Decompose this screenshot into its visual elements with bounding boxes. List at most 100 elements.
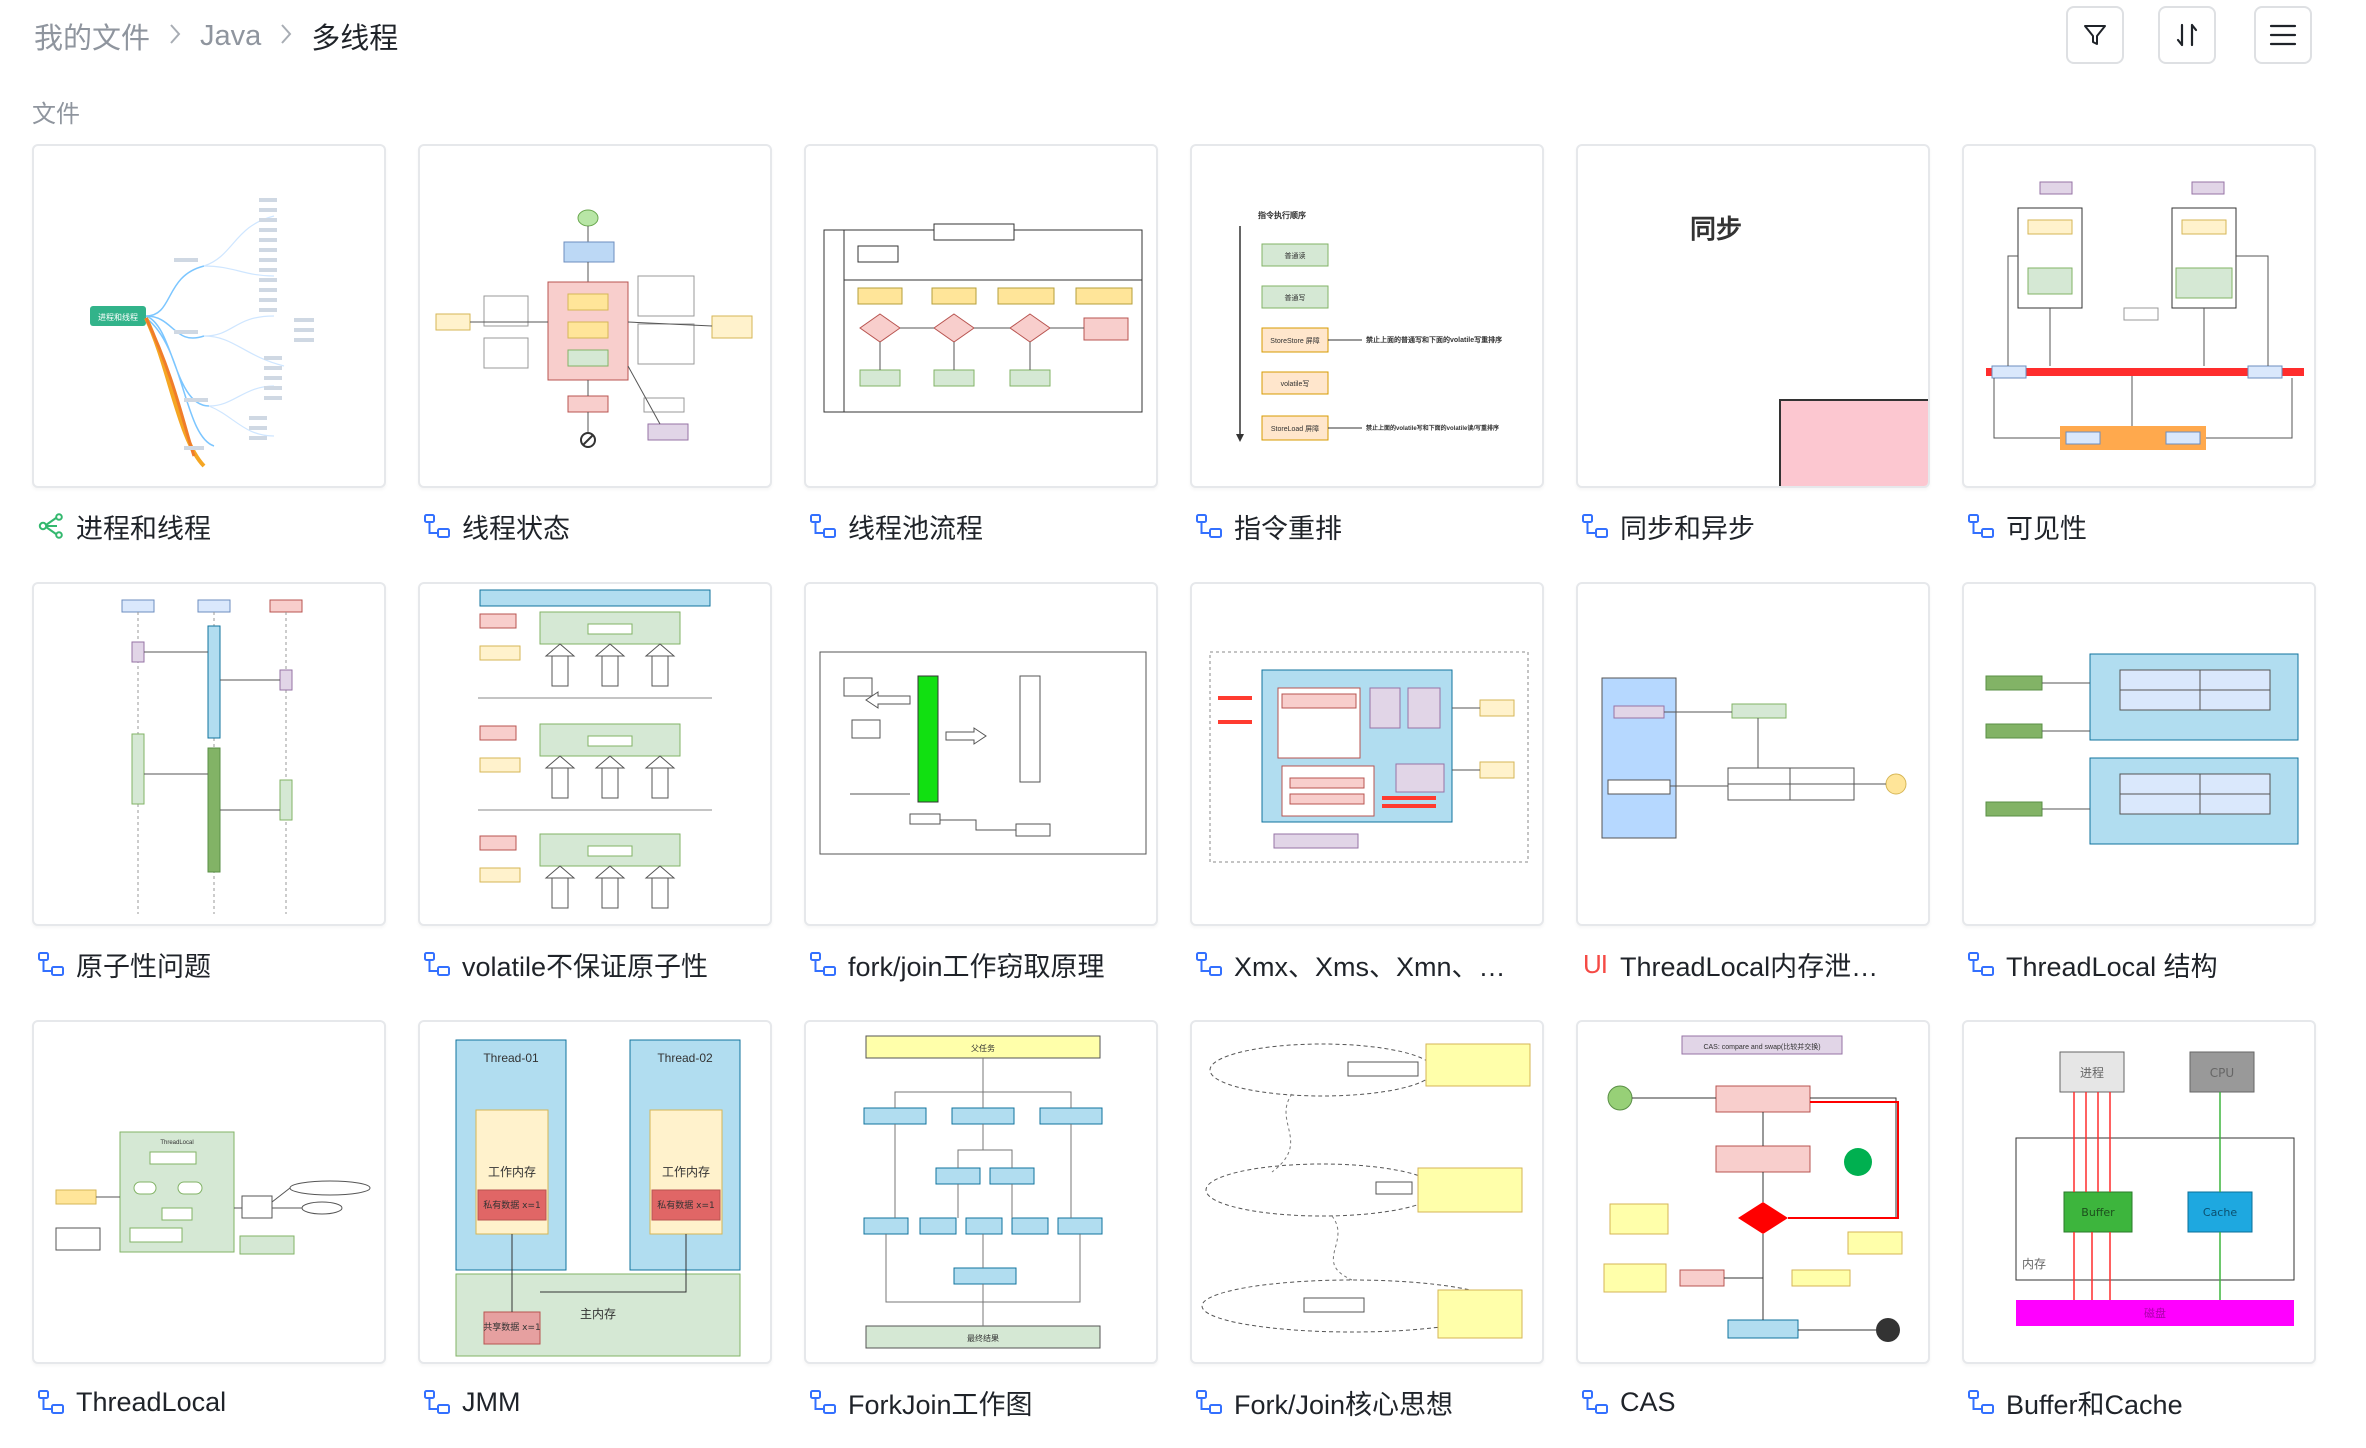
- flowchart-icon: [1194, 511, 1224, 541]
- file-caption[interactable]: 线程池流程: [808, 506, 1158, 546]
- thumb-box: 普通读: [1285, 251, 1306, 260]
- file-name: ThreadLocal 结构: [2006, 951, 2218, 982]
- file-name: 线程池流程: [848, 513, 983, 544]
- file-caption[interactable]: fork/join工作窃取原理: [808, 944, 1158, 984]
- file-name: 指令重排: [1234, 513, 1342, 544]
- file-caption[interactable]: Fork/Join核心思想: [1194, 1382, 1544, 1422]
- file-card[interactable]: 同步 同步和异步: [1576, 144, 1930, 582]
- file-card[interactable]: 父任务 最终结果 ForkJoin工作图: [804, 1020, 1158, 1448]
- thumb-box: 最终结果: [967, 1333, 999, 1343]
- file-thumbnail: 同步: [1576, 144, 1930, 488]
- file-thumbnail: [1190, 1020, 1544, 1364]
- flowchart-icon: [1966, 511, 1996, 541]
- flowchart-icon: [1580, 1387, 1610, 1417]
- file-caption[interactable]: Buffer和Cache: [1966, 1382, 2316, 1422]
- file-caption[interactable]: 指令重排: [1194, 506, 1544, 546]
- file-caption[interactable]: 进程和线程: [36, 506, 386, 546]
- file-card[interactable]: Fork/Join核心思想: [1190, 1020, 1544, 1448]
- thumb-box: ThreadLocal: [160, 1140, 193, 1146]
- thumb-box: CAS: compare and swap(比较并交换): [1703, 1042, 1820, 1051]
- flowchart-icon: [1194, 949, 1224, 979]
- sort-icon: [2176, 23, 2198, 47]
- file-card[interactable]: Thread-01 Thread-02 工作内存 工作内存 私有数据 x=1 私…: [418, 1020, 772, 1448]
- file-card[interactable]: ThreadLocal ThreadLocal: [32, 1020, 386, 1448]
- file-caption[interactable]: ForkJoin工作图: [808, 1382, 1158, 1422]
- flowchart-icon: [1966, 1387, 1996, 1417]
- toolbar: [2066, 6, 2366, 68]
- filter-button[interactable]: [2066, 6, 2124, 64]
- file-caption[interactable]: CAS: [1580, 1382, 1930, 1422]
- file-card[interactable]: 指令执行顺序 普通读 普通写 StoreStore 屏障 volatile写 S…: [1190, 144, 1544, 582]
- thumb-title: 指令执行顺序: [1258, 210, 1306, 220]
- thumb-box: 工作内存: [662, 1165, 710, 1179]
- file-name: Xmx、Xms、Xmn、…: [1234, 951, 1506, 982]
- file-card[interactable]: Xmx、Xms、Xmn、…: [1190, 582, 1544, 1020]
- flowchart-icon: [808, 1387, 838, 1417]
- thumb-box: StoreStore 屏障: [1270, 336, 1319, 345]
- file-name: Buffer和Cache: [2006, 1389, 2183, 1420]
- file-name: JMM: [462, 1386, 521, 1417]
- file-thumbnail: [1962, 582, 2316, 926]
- file-card[interactable]: fork/join工作窃取原理: [804, 582, 1158, 1020]
- file-thumbnail: 指令执行顺序 普通读 普通写 StoreStore 屏障 volatile写 S…: [1190, 144, 1544, 488]
- sort-button[interactable]: [2158, 6, 2216, 64]
- flowchart-icon: [1580, 511, 1610, 541]
- file-caption[interactable]: 同步和异步: [1580, 506, 1930, 546]
- file-caption[interactable]: 线程状态: [422, 506, 772, 546]
- file-thumbnail: [804, 144, 1158, 488]
- file-thumbnail: [1576, 582, 1930, 926]
- file-name: 线程状态: [462, 513, 570, 544]
- file-name: 进程和线程: [76, 513, 211, 544]
- chevron-right-icon: [168, 20, 182, 52]
- file-card[interactable]: 线程池流程: [804, 144, 1158, 582]
- file-card[interactable]: 进程 CPU Buffer Cache 内存 磁盘 Buffer和Cache: [1962, 1020, 2316, 1448]
- view-mode-button[interactable]: [2254, 6, 2312, 64]
- file-card[interactable]: 原子性问题: [32, 582, 386, 1020]
- file-thumbnail: 进程和线程: [32, 144, 386, 488]
- list-view-icon: [2269, 24, 2297, 46]
- thumb-box: Thread-01: [483, 1051, 539, 1065]
- file-card[interactable]: CAS: compare and swap(比较并交换): [1576, 1020, 1930, 1448]
- thumb-box: Thread-02: [657, 1051, 713, 1065]
- mindmap-root-text: 进程和线程: [98, 312, 138, 322]
- ui-diagram-icon: UI: [1583, 948, 1608, 979]
- breadcrumb-item-java[interactable]: Java: [200, 19, 262, 52]
- file-caption[interactable]: 原子性问题: [36, 944, 386, 984]
- thumb-box: 普通写: [1285, 293, 1306, 302]
- thumb-box: volatile写: [1281, 380, 1310, 388]
- file-card[interactable]: 线程状态: [418, 144, 772, 582]
- thumb-note: 禁止上面的volatile写和下面的volatile读/写重排序: [1365, 424, 1499, 432]
- file-name: volatile不保证原子性: [462, 951, 709, 982]
- file-card[interactable]: 可见性: [1962, 144, 2316, 582]
- file-caption[interactable]: JMM: [422, 1382, 772, 1422]
- file-caption[interactable]: Xmx、Xms、Xmn、…: [1194, 944, 1544, 984]
- thumb-box: CPU: [2210, 1066, 2234, 1080]
- file-name: ThreadLocal: [76, 1386, 227, 1417]
- file-name: 可见性: [2006, 513, 2087, 544]
- file-thumbnail: ThreadLocal: [32, 1020, 386, 1364]
- file-caption[interactable]: UI ThreadLocal内存泄…: [1580, 944, 1930, 984]
- file-name: 同步和异步: [1620, 513, 1755, 544]
- file-caption[interactable]: 可见性: [1966, 506, 2316, 546]
- file-caption[interactable]: volatile不保证原子性: [422, 944, 772, 984]
- thumb-box: 进程: [2080, 1065, 2104, 1080]
- flowchart-icon: [1194, 1387, 1224, 1417]
- file-thumbnail: [418, 144, 772, 488]
- top-bar: 我的文件 Java 多线程: [0, 0, 2366, 80]
- flowchart-icon: [36, 949, 66, 979]
- file-thumbnail: 父任务 最终结果: [804, 1020, 1158, 1364]
- file-name: fork/join工作窃取原理: [848, 951, 1105, 982]
- file-card[interactable]: UI ThreadLocal内存泄…: [1576, 582, 1930, 1020]
- file-caption[interactable]: ThreadLocal: [36, 1382, 386, 1422]
- file-card[interactable]: 进程和线程 进程和线程: [32, 144, 386, 582]
- thumb-box: 内存: [2022, 1257, 2046, 1271]
- thumb-note: 禁止上面的普通写和下面的volatile写重排序: [1365, 335, 1502, 344]
- thumb-box: 私有数据 x=1: [657, 1199, 714, 1211]
- file-card[interactable]: ThreadLocal 结构: [1962, 582, 2316, 1020]
- file-thumbnail: [1190, 582, 1544, 926]
- file-card[interactable]: volatile不保证原子性: [418, 582, 772, 1020]
- thumb-box: 共享数据 x=1: [483, 1321, 540, 1333]
- file-thumbnail: [804, 582, 1158, 926]
- breadcrumb-item-my-files[interactable]: 我的文件: [34, 23, 151, 55]
- file-caption[interactable]: ThreadLocal 结构: [1966, 944, 2316, 984]
